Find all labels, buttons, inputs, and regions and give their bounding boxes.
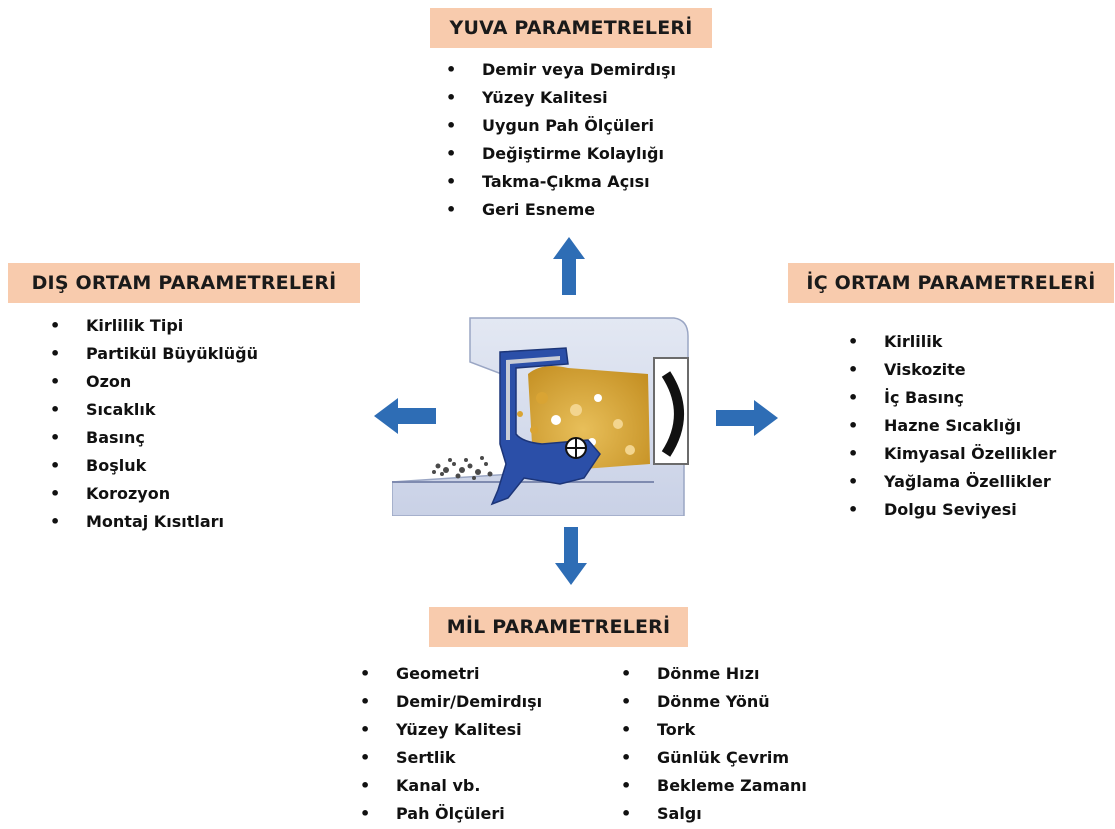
list-item: Tork [617,716,807,744]
mil-parametre-list-left: Geometri Demir/Demirdışı Yüzey Kalitesi … [356,660,542,828]
list-item: Boşluk [46,452,258,480]
list-item: Viskozite [844,356,1056,384]
list-item: Uygun Pah Ölçüleri [442,112,676,140]
list-item: Yüzey Kalitesi [356,716,542,744]
list-item: Dönme Hızı [617,660,807,688]
dis-ortam-parametreleri-title: DIŞ ORTAM PARAMETRELERİ [8,263,360,303]
list-item: Demir veya Demirdışı [442,56,676,84]
list-item: Basınç [46,424,258,452]
arrow-up-icon [553,237,585,295]
ic-ortam-parametre-list: Kirlilik Viskozite İç Basınç Hazne Sıcak… [844,328,1056,524]
oil-seal-illustration [392,314,697,516]
list-item: Partikül Büyüklüğü [46,340,258,368]
dis-ortam-parametre-list: Kirlilik Tipi Partikül Büyüklüğü Ozon Sı… [46,312,258,536]
list-item: Geometri [356,660,542,688]
ic-ortam-parametreleri-title: İÇ ORTAM PARAMETRELERİ [788,263,1114,303]
arrow-right-icon [716,400,778,436]
list-item: İç Basınç [844,384,1056,412]
list-item: Bekleme Zamanı [617,772,807,800]
list-item: Dönme Yönü [617,688,807,716]
list-item: Demir/Demirdışı [356,688,542,716]
mil-parametreleri-title: MİL PARAMETRELERİ [429,607,688,647]
list-item: Kanal vb. [356,772,542,800]
yuva-parametre-list: Demir veya Demirdışı Yüzey Kalitesi Uygu… [442,56,676,224]
list-item: Değiştirme Kolaylığı [442,140,676,168]
yuva-parametreleri-title: YUVA PARAMETRELERİ [430,8,712,48]
list-item: Salgı [617,800,807,828]
mil-parametre-list-right: Dönme Hızı Dönme Yönü Tork Günlük Çevrim… [617,660,807,828]
list-item: Montaj Kısıtları [46,508,258,536]
list-item: Günlük Çevrim [617,744,807,772]
list-item: Hazne Sıcaklığı [844,412,1056,440]
arrow-down-icon [555,527,587,585]
list-item: Yağlama Özellikler [844,468,1056,496]
arrow-left-icon [374,398,436,434]
list-item: Pah Ölçüleri [356,800,542,828]
list-item: Yüzey Kalitesi [442,84,676,112]
list-item: Ozon [46,368,258,396]
list-item: Kimyasal Özellikler [844,440,1056,468]
list-item: Geri Esneme [442,196,676,224]
list-item: Kirlilik [844,328,1056,356]
list-item: Dolgu Seviyesi [844,496,1056,524]
list-item: Kirlilik Tipi [46,312,258,340]
list-item: Korozyon [46,480,258,508]
list-item: Sıcaklık [46,396,258,424]
list-item: Takma-Çıkma Açısı [442,168,676,196]
list-item: Sertlik [356,744,542,772]
